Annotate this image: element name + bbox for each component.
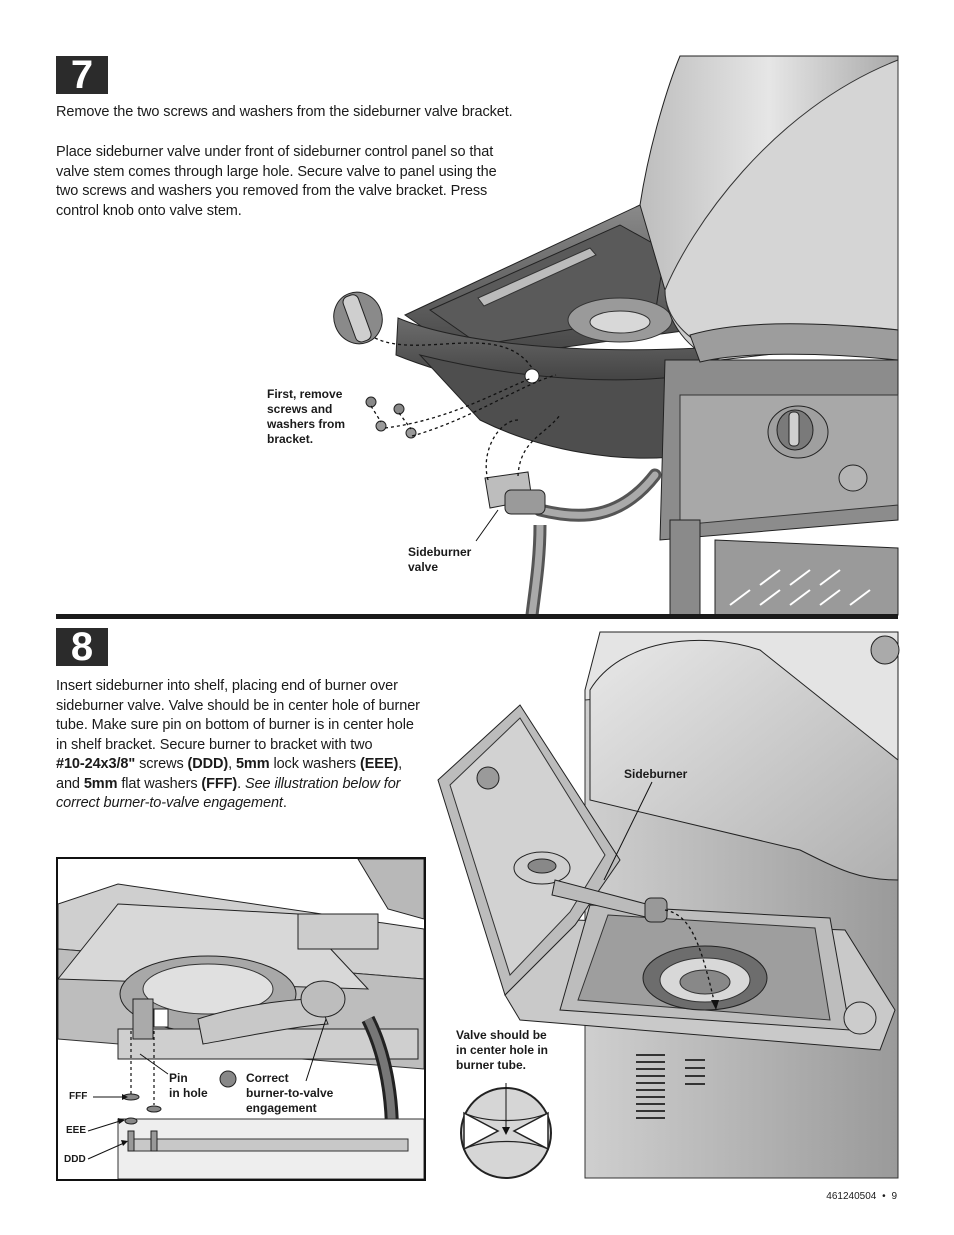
step-8-number: 8 <box>70 625 94 669</box>
callout-remove-screws: First, remove screws and washers from br… <box>267 387 346 446</box>
section-divider <box>56 614 898 619</box>
valve-engagement-diagram <box>460 1083 552 1179</box>
page-number: 9 <box>891 1191 897 1202</box>
doc-number: 461240504 <box>826 1191 877 1202</box>
engagement-inset-box: Pin in hole Correct burner-to-valve enga… <box>56 857 426 1181</box>
callout-sideburner-valve: Sideburner valve <box>408 545 472 574</box>
callout-valve-center-hole: Valve should be in center hole in burner… <box>456 1028 549 1072</box>
footer-separator: • <box>882 1191 886 1202</box>
step-7-instruction-1: Remove the two screws and washers from t… <box>56 104 513 120</box>
page-footer: 461240504 • 9 <box>826 1191 897 1202</box>
inset-label-ddd: DDD <box>64 1154 86 1165</box>
step-7-badge: 7 <box>56 53 108 97</box>
step-7-grill-illustration <box>333 55 899 616</box>
callout-sideburner: Sideburner <box>624 767 688 781</box>
inset-callout-pin-in-hole: Pin in hole <box>169 1071 208 1100</box>
step-8-badge: 8 <box>56 625 108 669</box>
step-8-instruction: Insert sideburner into shelf, placing en… <box>56 678 420 811</box>
inset-callout-correct-engagement: Correct burner-to-valve engagement <box>246 1071 334 1115</box>
step-7-number: 7 <box>70 53 94 97</box>
inset-label-fff: FFF <box>69 1091 88 1102</box>
step-7-instruction-2: Place sideburner valve under front of si… <box>56 144 497 219</box>
inset-illustration <box>58 859 424 1179</box>
inset-label-eee: EEE <box>66 1125 87 1136</box>
